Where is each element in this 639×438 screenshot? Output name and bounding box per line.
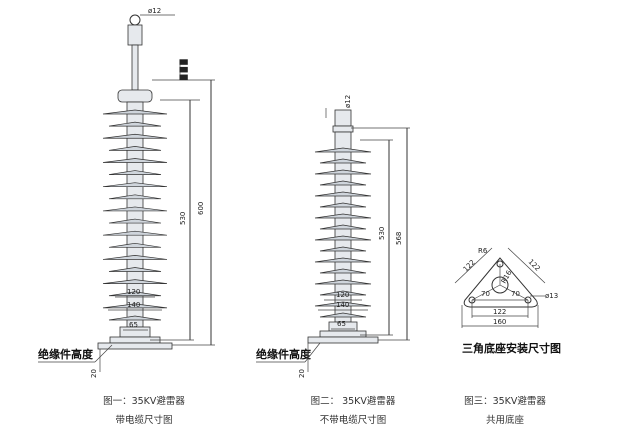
fig1-dim-65-label: 65 — [129, 321, 138, 329]
fig2-shed — [314, 235, 372, 241]
fig1-shed — [108, 315, 162, 321]
fig2-insulator-height-label: 绝缘件高度 — [256, 347, 312, 361]
fig3-dim-122-bottom: 122 — [493, 308, 506, 316]
fig1-mount-plate — [97, 342, 173, 350]
fig1-shed — [102, 303, 168, 309]
fig1-shed — [102, 230, 168, 236]
fig3-title-label: 三角底座安装尺寸图 — [462, 341, 561, 355]
fig1-dim-20-label: 20 — [90, 369, 98, 378]
fig2-dim-120-label: 120 — [336, 291, 349, 299]
fig1-caption-title: 图一：35KV避雷器 — [103, 396, 185, 407]
fig1-shed — [102, 182, 168, 188]
fig2-phi12-label: ø12 — [344, 95, 352, 108]
fig1-top-cap — [117, 89, 153, 103]
fig2-shed — [319, 290, 367, 296]
fig1-shed — [102, 279, 168, 284]
fig2-dim-140-label: 140 — [336, 301, 349, 309]
fig1-sheds — [102, 109, 168, 321]
fig1-shed — [108, 194, 162, 200]
fig3-dim-160: 160 — [493, 318, 506, 326]
fig1-shed — [108, 218, 162, 224]
fig1-shed — [102, 109, 168, 115]
fig2-shed — [314, 213, 372, 219]
fig2-shed — [314, 279, 372, 285]
fig2-shed — [319, 268, 367, 274]
fig1-shed — [102, 206, 168, 212]
fig2-shed — [319, 224, 367, 230]
fig2-mount-plate — [307, 336, 379, 344]
fig2-top-terminal — [334, 109, 352, 127]
fig1-top-ring — [129, 14, 141, 26]
fig1-shed — [108, 145, 162, 151]
fig2-shed — [319, 202, 367, 208]
figure3-triangle-base: R6 122 122 70 70 R16 ø13 122 160 三角底座安装尺… — [454, 247, 561, 355]
fig1-caption-sub: 带电缆尺寸图 — [115, 415, 173, 426]
fig1-insulator-height-label: 绝缘件高度 — [38, 347, 94, 361]
fig1-shed — [108, 267, 162, 272]
fig3-caption-title: 图三：35KV避雷器 — [464, 396, 546, 407]
fig1-shed — [108, 170, 162, 175]
fig3-caption-sub: 共用底座 — [485, 415, 524, 426]
fig1-shed — [108, 121, 162, 127]
fig1-cable-rod — [131, 44, 139, 91]
fig2-shed — [314, 257, 372, 263]
fig3-dim-70-a: 70 — [481, 290, 490, 298]
fig1-phi12-label: ø12 — [148, 7, 161, 15]
fig1-shed — [108, 242, 162, 248]
fig3-r-label: R6 — [478, 247, 488, 255]
fig1-top-clamp — [127, 24, 143, 46]
fig2-shed — [314, 191, 372, 197]
fig2-caption-sub: 不带电缆尺寸图 — [319, 415, 387, 426]
fig1-dim-530-label: 530 — [179, 212, 187, 225]
fig1-dim-140-label: 140 — [127, 301, 140, 309]
fig3-base-outline — [463, 257, 538, 308]
fig3-dim-70-b: 70 — [511, 290, 520, 298]
fig1-shed — [102, 255, 168, 260]
fig2-base-plate — [319, 330, 367, 338]
svg-text:█ █ █: █ █ █ — [179, 59, 188, 81]
fig1-shed — [102, 158, 168, 163]
fig1-shed — [102, 133, 168, 139]
fig2-shed — [314, 147, 372, 153]
fig3-dim-phi13: ø13 — [545, 292, 558, 300]
fig2-dim-530-label: 530 — [378, 227, 386, 240]
fig3-dim-122-left: 122 — [462, 258, 477, 273]
fig2-dim-20-label: 20 — [298, 369, 306, 378]
fig2-shed — [319, 246, 367, 252]
fig2-shed — [319, 312, 367, 318]
fig2-sheds — [314, 147, 372, 318]
figure1-arrester: ø12 600 530 █ █ █ 120 140 65 绝缘件高度 20 — [38, 7, 215, 378]
fig2-shed — [319, 180, 367, 186]
fig2-caption-title: 图二： 35KV避雷器 — [310, 396, 396, 407]
fig1-shed — [108, 291, 162, 297]
fig2-dim-568-label: 568 — [395, 232, 403, 245]
fig1-dim-120-label: 120 — [127, 288, 140, 296]
fig2-shed — [319, 158, 367, 164]
fig2-dim-65-label: 65 — [337, 320, 346, 328]
fig2-shed — [314, 169, 372, 175]
fig3-dim-122-right: 122 — [527, 258, 542, 273]
fig2-top-cap — [332, 125, 354, 133]
fig2-shed — [314, 301, 372, 307]
fig1-dim-600-label: 600 — [197, 202, 205, 215]
figure2-arrester: ø12 568 530 120 140 65 绝缘件高度 20 — [256, 95, 410, 378]
